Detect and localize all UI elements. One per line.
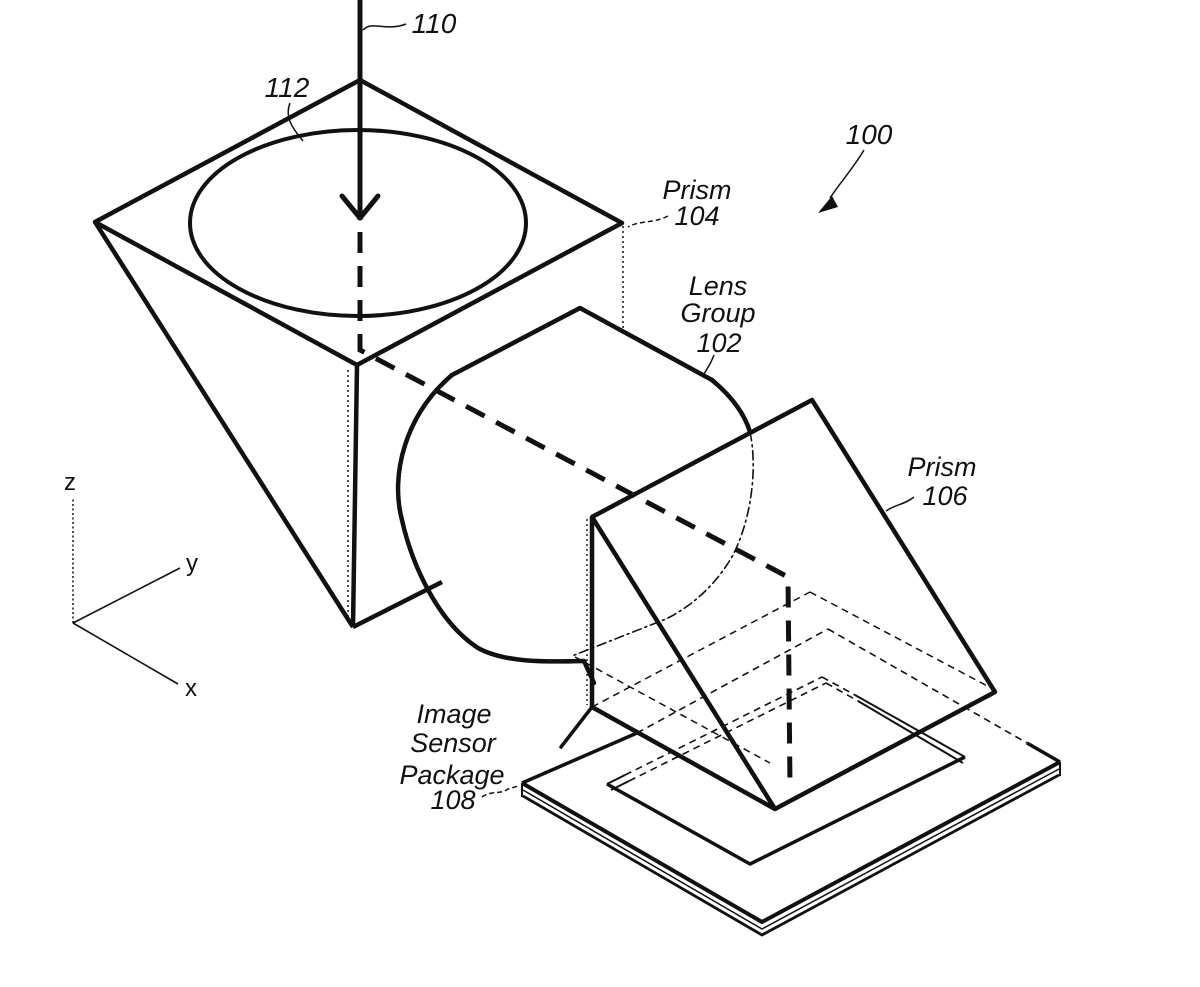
arrow-110-head-icon <box>339 193 381 221</box>
lens-rear-arc-hidden <box>571 431 754 657</box>
plate-bottom-edges <box>520 760 1061 924</box>
lens-top-face-edges <box>449 305 715 383</box>
plate-thickness-line-1 <box>522 768 1060 930</box>
leader-112 <box>287 102 304 142</box>
label-z-axis: z <box>64 469 76 496</box>
label-prism-106-num: 106 <box>922 481 968 511</box>
label-prism-104-num: 104 <box>674 201 719 231</box>
label-lens-group-word1: Lens <box>689 271 748 301</box>
leader-104 <box>627 215 669 228</box>
image-sensor-package-108-shape <box>520 628 1061 937</box>
lens-bottom-corner-edge <box>559 705 594 749</box>
rim-topright-hidden <box>821 676 859 702</box>
plate-thickness-line-2 <box>522 773 1060 937</box>
y-axis-line <box>72 567 181 624</box>
plate-corner-caps <box>521 762 1061 797</box>
label-ref-112: 112 <box>265 72 310 103</box>
prism-106-shape <box>574 397 998 812</box>
plate-topleft-edge-visible <box>521 731 638 785</box>
label-prism-106-name: Prism <box>908 452 977 482</box>
leader-100 <box>829 149 865 199</box>
prism-104-top-face <box>92 77 625 368</box>
label-y-axis: y <box>186 550 198 577</box>
label-sensor-word3: Package <box>399 760 504 790</box>
prism-104-shape <box>92 77 625 630</box>
plate-topright-edge-visible <box>1026 741 1061 764</box>
prism-104-front-edge <box>350 364 360 628</box>
ref-100-arrowhead-icon <box>818 196 838 213</box>
rim-topleft-hidden <box>624 676 827 782</box>
lens-front-arc <box>395 372 597 686</box>
label-ref-100: 100 <box>846 119 893 150</box>
leader-106 <box>885 496 915 512</box>
prism-104-left-edge <box>93 220 355 629</box>
leader-102 <box>701 354 715 378</box>
lens-rear-arc-visible <box>709 377 753 435</box>
label-sensor-word1: Image <box>416 699 491 729</box>
sensor-rim-shape <box>606 676 966 866</box>
coordinate-axes <box>72 497 181 685</box>
aperture-112-ellipse <box>188 128 528 318</box>
plate-top-edges-hidden <box>636 628 1028 744</box>
label-prism-104-name: Prism <box>663 175 732 205</box>
rim-topright-solid <box>854 694 966 764</box>
leader-110 <box>362 23 407 31</box>
rim-bottom-edges <box>606 755 966 866</box>
leader-108 <box>481 785 519 798</box>
label-ref-110: 110 <box>412 8 457 39</box>
incident-light-arrow-110 <box>339 0 381 221</box>
prism-106-tilted-face <box>590 397 998 811</box>
label-lens-group-word2: Group <box>680 298 755 328</box>
label-x-axis: x <box>185 675 197 702</box>
lens-group-102-shape <box>395 305 754 749</box>
prism-106-front-triangle <box>589 514 778 812</box>
leader-lines <box>287 23 915 798</box>
x-axis-line <box>72 622 179 685</box>
label-lens-group-num: 102 <box>696 328 741 358</box>
prism-106-hidden-edges <box>574 591 996 764</box>
optical-axis-dashed-path <box>357 232 793 789</box>
label-sensor-num: 108 <box>430 785 475 815</box>
label-sensor-word2: Sensor <box>410 728 497 758</box>
